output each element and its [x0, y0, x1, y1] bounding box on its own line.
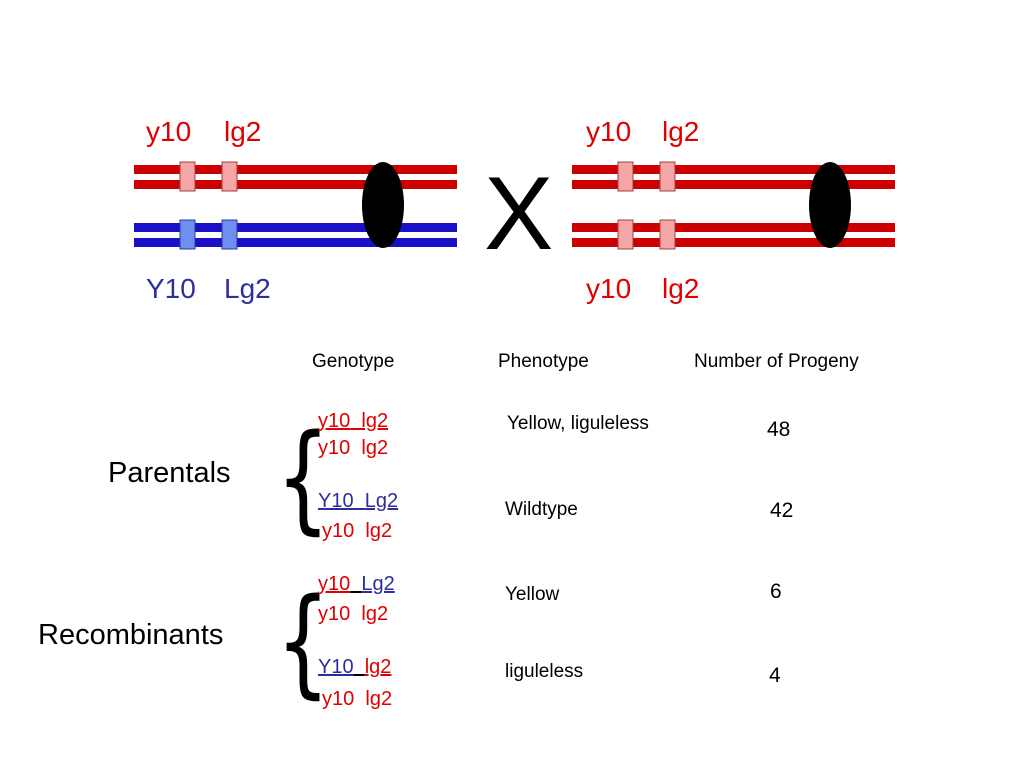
right-bottom-chromosome — [572, 223, 895, 247]
left-bottom-label-lg2: Lg2 — [224, 273, 271, 304]
right-top-chromosome — [572, 165, 895, 189]
marker-y10-left-bottom — [179, 219, 196, 250]
marker-y10-left-top — [179, 161, 196, 192]
group-label-recombinants: Recombinants — [38, 619, 224, 651]
count-r2: 4 — [769, 664, 781, 687]
right-bottom-label-y10: y10 — [586, 273, 632, 304]
brace-parentals: { — [276, 408, 331, 546]
left-top-chromosome — [134, 165, 457, 189]
brace-recombinants: { — [276, 572, 331, 710]
phenotype-r1: Yellow — [505, 584, 560, 605]
left-top-label-lg2: lg2 — [224, 116, 262, 147]
right-top-label-lg2: lg2 — [662, 116, 700, 147]
right-centromere — [809, 162, 851, 248]
count-r1: 6 — [770, 580, 782, 603]
marker-lg2-right-bottom — [659, 219, 676, 250]
left-bottom-label-y10: Y10 — [146, 273, 196, 304]
marker-lg2-right-top — [659, 161, 676, 192]
group-label-parentals: Parentals — [108, 457, 231, 489]
marker-y10-right-bottom — [617, 219, 634, 250]
count-p1: 48 — [767, 418, 791, 441]
left-top-label-y10: y10 — [146, 116, 192, 147]
genotype-r1-top: y10 Lg2 — [318, 573, 395, 595]
phenotype-p2: Wildtype — [505, 499, 578, 520]
header-progeny: Number of Progeny — [694, 351, 859, 372]
marker-lg2-left-top — [221, 161, 238, 192]
left-bottom-chromosome — [134, 223, 457, 247]
genotype-r2-bottom: y10 lg2 — [322, 688, 393, 710]
count-p2: 42 — [770, 499, 794, 522]
marker-y10-right-top — [617, 161, 634, 192]
header-phenotype: Phenotype — [498, 351, 589, 372]
genotype-r1-bottom: y10 lg2 — [318, 603, 389, 625]
phenotype-r2: liguleless — [505, 661, 584, 682]
genotype-r2-top: Y10 lg2 — [318, 656, 392, 678]
marker-lg2-left-bottom — [221, 219, 238, 250]
genotype-p2-bottom: y10 lg2 — [322, 520, 393, 542]
right-top-label-y10: y10 — [586, 116, 632, 147]
cross-symbol: X — [484, 156, 554, 272]
header-genotype: Genotype — [312, 351, 395, 372]
phenotype-p1: Yellow, liguleless — [507, 413, 649, 434]
genotype-p2-top: Y10 Lg2 — [318, 490, 399, 512]
genotype-p1-bottom: y10 lg2 — [318, 437, 389, 459]
right-bottom-label-lg2: lg2 — [662, 273, 700, 304]
genotype-p1-top: y10 lg2 — [318, 410, 389, 432]
left-centromere — [362, 162, 404, 248]
